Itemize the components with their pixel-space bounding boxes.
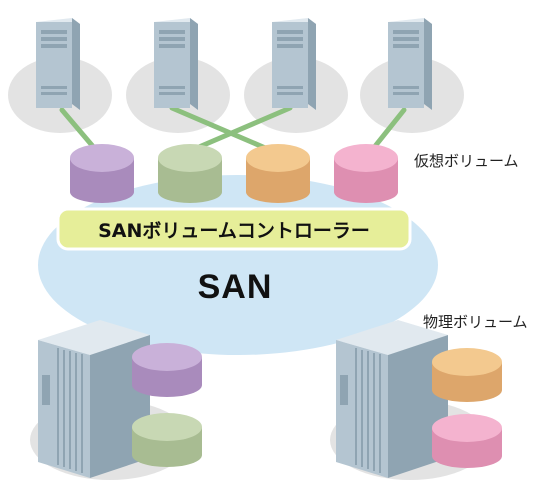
link-server1-volume1 (59, 107, 99, 153)
physical-volume-label: 物理ボリューム (423, 313, 528, 331)
server-icon (272, 18, 316, 110)
physical-volume-purple (132, 343, 202, 397)
physical-volume-pink (432, 414, 502, 468)
controller-box (56, 207, 412, 251)
virtual-volume-label: 仮想ボリューム (414, 152, 519, 170)
link-server4-volume4 (369, 107, 407, 153)
server-icon (388, 18, 432, 110)
virtual-volume-green (158, 144, 222, 203)
server-icon (154, 18, 198, 110)
physical-volume-orange (432, 348, 502, 402)
san-label: SAN (197, 268, 273, 306)
virtual-volume-orange (246, 144, 310, 203)
controller-label: SANボリュームコントローラー (98, 219, 370, 242)
server-icon (36, 18, 80, 110)
link-server2-volume3 (169, 105, 273, 153)
virtual-volume-purple (70, 144, 134, 203)
link-server3-volume2 (189, 105, 293, 153)
virtual-volume-pink (334, 144, 398, 203)
physical-volume-green (132, 413, 202, 467)
storage-array-icon (336, 320, 448, 478)
